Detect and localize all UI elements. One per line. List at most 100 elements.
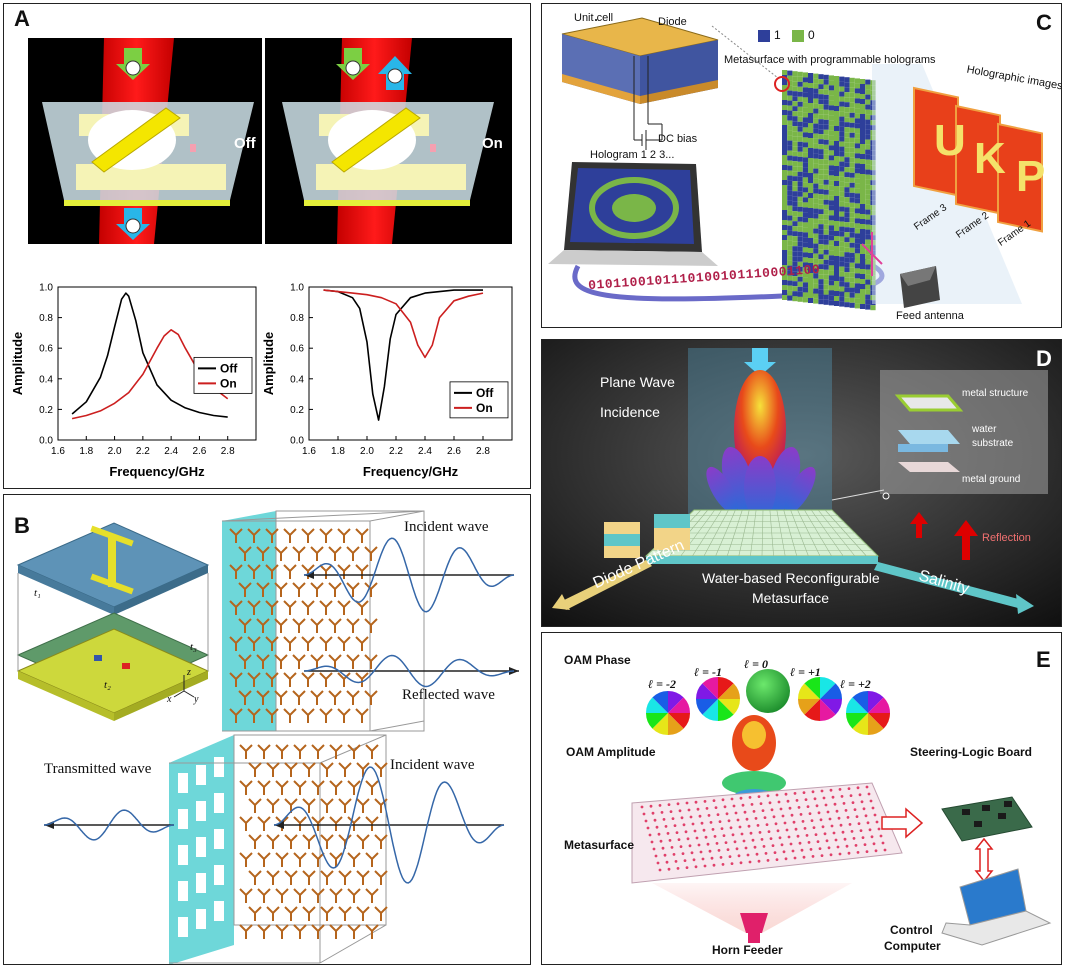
- split-ring-shape: [328, 582, 342, 597]
- split-ring-shape: [274, 546, 288, 561]
- metasurface-cell: [782, 280, 788, 285]
- metasurface-cell: [854, 78, 860, 84]
- metasurface-cell: [839, 101, 845, 107]
- meta-atom: [860, 800, 864, 804]
- split-ring-shape: [319, 528, 333, 543]
- meta-atom: [674, 860, 678, 863]
- metasurface-cell: [844, 82, 850, 88]
- aperture-hole: [214, 901, 224, 921]
- metasurface-cell: [844, 127, 850, 133]
- metasurface-cell: [854, 198, 860, 204]
- legend-box: [193, 356, 253, 394]
- meta-atom: [682, 823, 686, 827]
- mode-label-p1: ℓ = +1: [790, 665, 821, 679]
- metasurface-cell: [802, 72, 808, 78]
- meta-atom: [771, 844, 775, 847]
- metasurface-cell: [792, 236, 798, 242]
- metasurface-cell: [839, 221, 845, 227]
- metasurface-cell: [844, 287, 850, 293]
- metasurface-cell: [834, 231, 840, 236]
- meta-atom: [846, 816, 850, 819]
- metasurface-cell: [808, 283, 814, 288]
- legend-label: On: [220, 376, 237, 390]
- split-ring-shape: [293, 888, 307, 903]
- metasurface-cell: [828, 225, 834, 231]
- split-ring-shape: [346, 582, 360, 597]
- meta-atom: [683, 859, 687, 862]
- split-ring-shape: [365, 888, 379, 903]
- split-ring-shape: [302, 870, 316, 885]
- meta-atom: [838, 852, 842, 856]
- metasurface-cell: [797, 111, 803, 117]
- metasurface-cell: [818, 289, 824, 295]
- oam-phase-disc: [746, 669, 790, 713]
- meta-atom: [762, 845, 766, 848]
- metasurface-cell: [808, 208, 814, 213]
- metasurface-cell: [802, 197, 808, 203]
- metasurface-cell: [860, 284, 866, 289]
- metasurface-cell: [854, 283, 860, 289]
- meta-atom: [811, 790, 815, 794]
- metasurface-cell: [808, 288, 814, 293]
- metasurface-cell: [787, 180, 793, 186]
- metasurface-cell: [802, 162, 808, 168]
- metasurface-cell: [797, 276, 803, 282]
- split-ring-shape: [310, 546, 324, 561]
- x-tick-label: 2.4: [164, 446, 178, 457]
- metasurface-cell: [828, 120, 834, 126]
- metasurface-cell: [802, 132, 808, 138]
- meta-atom: [753, 845, 757, 849]
- metasurface-cell: [787, 90, 793, 96]
- split-ring-shape: [328, 654, 342, 669]
- split-ring-shape: [293, 816, 307, 831]
- metasurface-cell: [787, 225, 793, 231]
- split-ring-shape: [283, 600, 297, 615]
- metasurface-cell: [818, 279, 824, 285]
- meta-atom: [734, 811, 738, 815]
- metasurface-cell: [808, 258, 814, 263]
- oam-phase-sector: [845, 697, 868, 713]
- metasurface-cell: [844, 112, 850, 118]
- metasurface-cell: [792, 176, 798, 182]
- metasurface-cell: [787, 195, 793, 201]
- metasurface-cell: [854, 123, 860, 129]
- metasurface-cell: [802, 182, 808, 188]
- metasurface-cell: [802, 77, 808, 83]
- meta-atom: [729, 826, 733, 830]
- metasurface-cell: [854, 113, 860, 119]
- metasurface-cell: [792, 226, 798, 232]
- metasurface-cell: [823, 144, 829, 150]
- metasurface-cell: [844, 92, 850, 98]
- oam-phase-sector: [718, 676, 734, 699]
- oam-phase-sector: [668, 697, 691, 713]
- metasurface-cell: [797, 81, 803, 87]
- meta-atom: [788, 806, 792, 810]
- metasurface-cell: [797, 86, 803, 92]
- metasurface-cell: [808, 243, 814, 248]
- split-ring-shape: [274, 582, 288, 597]
- meta-atom: [662, 818, 666, 821]
- split-ring-shape: [302, 798, 316, 813]
- metasurface-cell: [834, 246, 840, 251]
- metasurface-cell: [818, 284, 824, 290]
- metasurface-cell: [839, 151, 845, 157]
- metasurface-cell: [797, 216, 803, 222]
- split-ring-shape: [229, 600, 243, 615]
- metasurface-cell: [797, 261, 803, 267]
- metasurface-cell: [823, 164, 829, 170]
- metasurface-cell: [828, 210, 834, 216]
- metasurface-cell: [854, 208, 860, 214]
- metasurface-cell: [865, 134, 871, 140]
- split-ring-shape: [284, 834, 298, 849]
- metasurface-cell: [839, 176, 845, 182]
- metasurface-cell: [808, 98, 814, 103]
- meta-atom: [654, 854, 658, 858]
- metasurface-cell: [865, 119, 871, 125]
- metasurface-cell: [854, 228, 860, 234]
- metasurface-cell: [865, 199, 871, 205]
- metasurface-cell: [834, 216, 840, 221]
- metasurface-cell: [865, 239, 871, 245]
- metasurface-cell: [823, 234, 829, 240]
- split-ring-shape: [275, 924, 289, 939]
